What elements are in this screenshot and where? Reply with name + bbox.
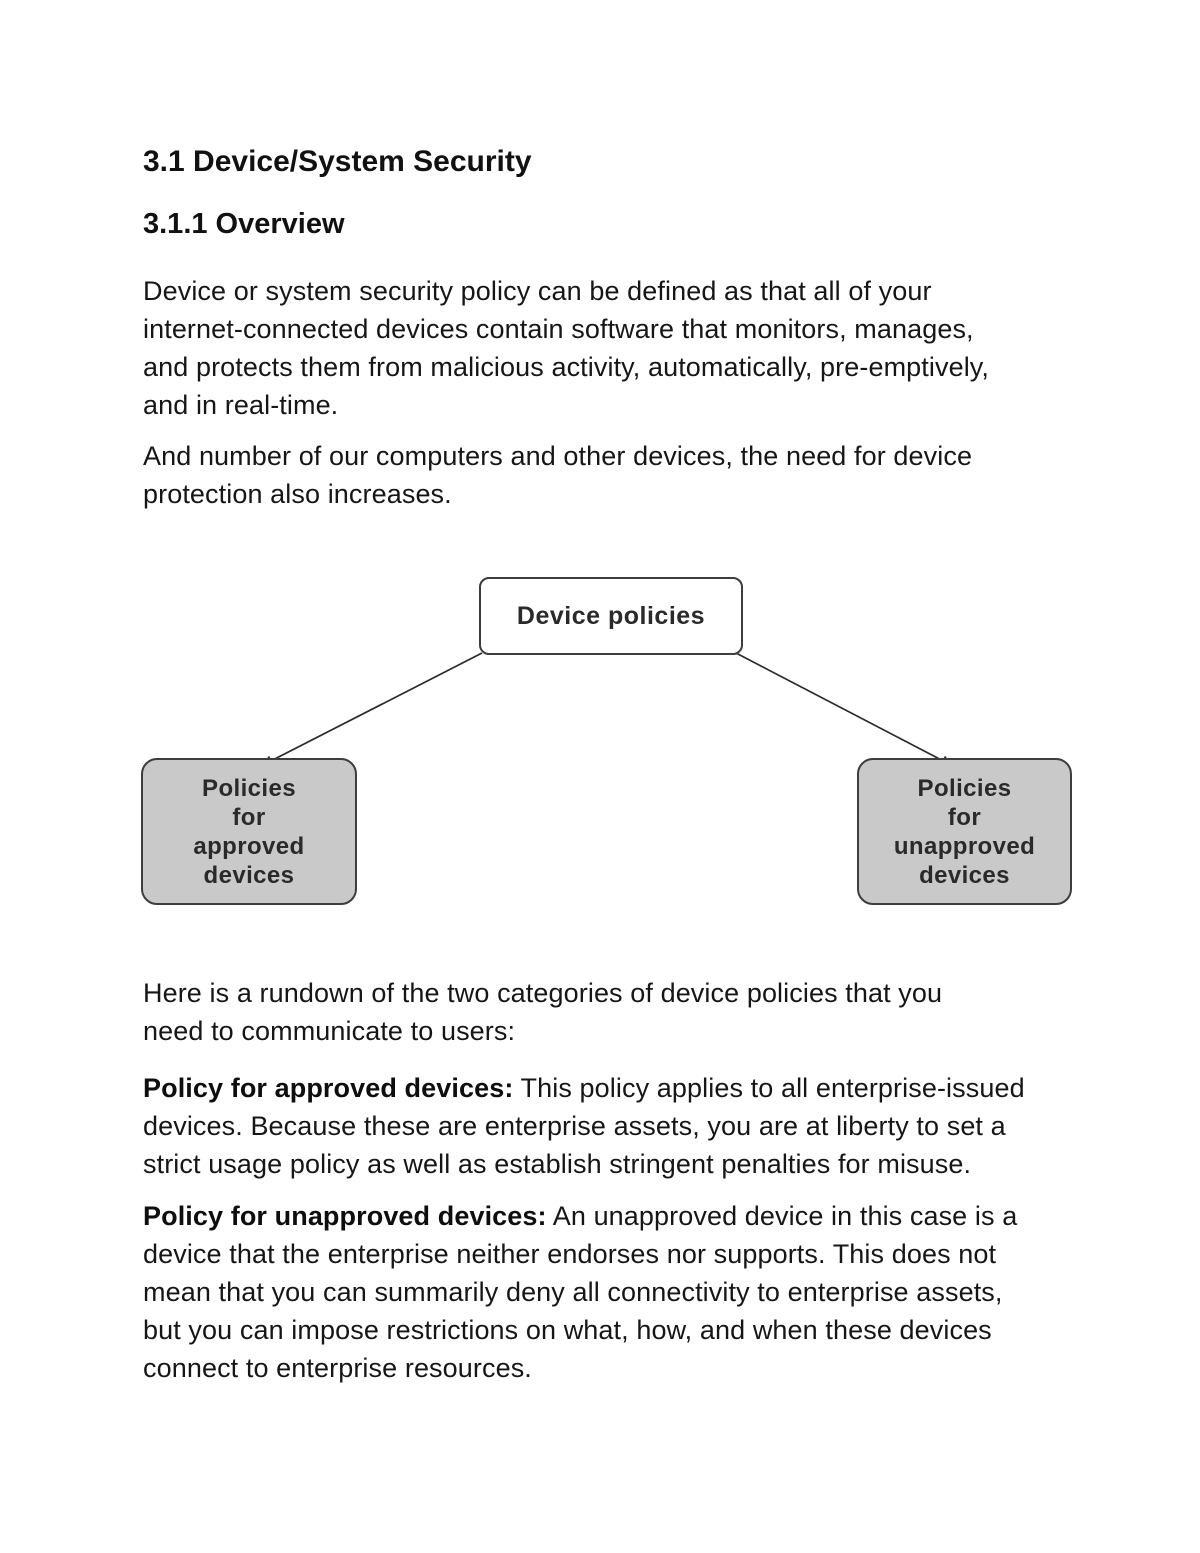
arrow-to-unapproved bbox=[735, 652, 954, 767]
paragraph-overview-2: And number of our computers and other de… bbox=[143, 441, 973, 509]
arrow-to-approved bbox=[260, 652, 483, 767]
unapproved-policy-text: An unapproved device in this case is a d… bbox=[143, 1201, 1018, 1383]
subsection-heading: 3.1.1 Overview bbox=[143, 208, 345, 240]
section-heading: 3.1 Device/System Security bbox=[143, 145, 532, 178]
diagram-node-approved-devices: Policies for approved devices bbox=[141, 758, 357, 905]
unapproved-policy-label: Policy for unapproved devices: bbox=[143, 1201, 547, 1231]
paragraph-rundown: Here is a rundown of the two categories … bbox=[143, 978, 943, 1046]
paragraph-unapproved-policy: Policy for unapproved devices: An unappr… bbox=[143, 1197, 1153, 1387]
paragraph-approved-policy: Policy for approved devices: This policy… bbox=[143, 1069, 1153, 1183]
diagram-node-device-policies: Device policies bbox=[479, 577, 743, 655]
approved-policy-label: Policy for approved devices: bbox=[143, 1073, 514, 1103]
approved-policy-text: This policy applies to all enterprise-is… bbox=[143, 1073, 1025, 1179]
diagram-node-unapproved-devices: Policies for unapproved devices bbox=[857, 758, 1072, 905]
device-policies-diagram: Device policies Policies for approved de… bbox=[0, 560, 1200, 920]
paragraph-overview-1: Device or system security policy can be … bbox=[143, 276, 989, 420]
